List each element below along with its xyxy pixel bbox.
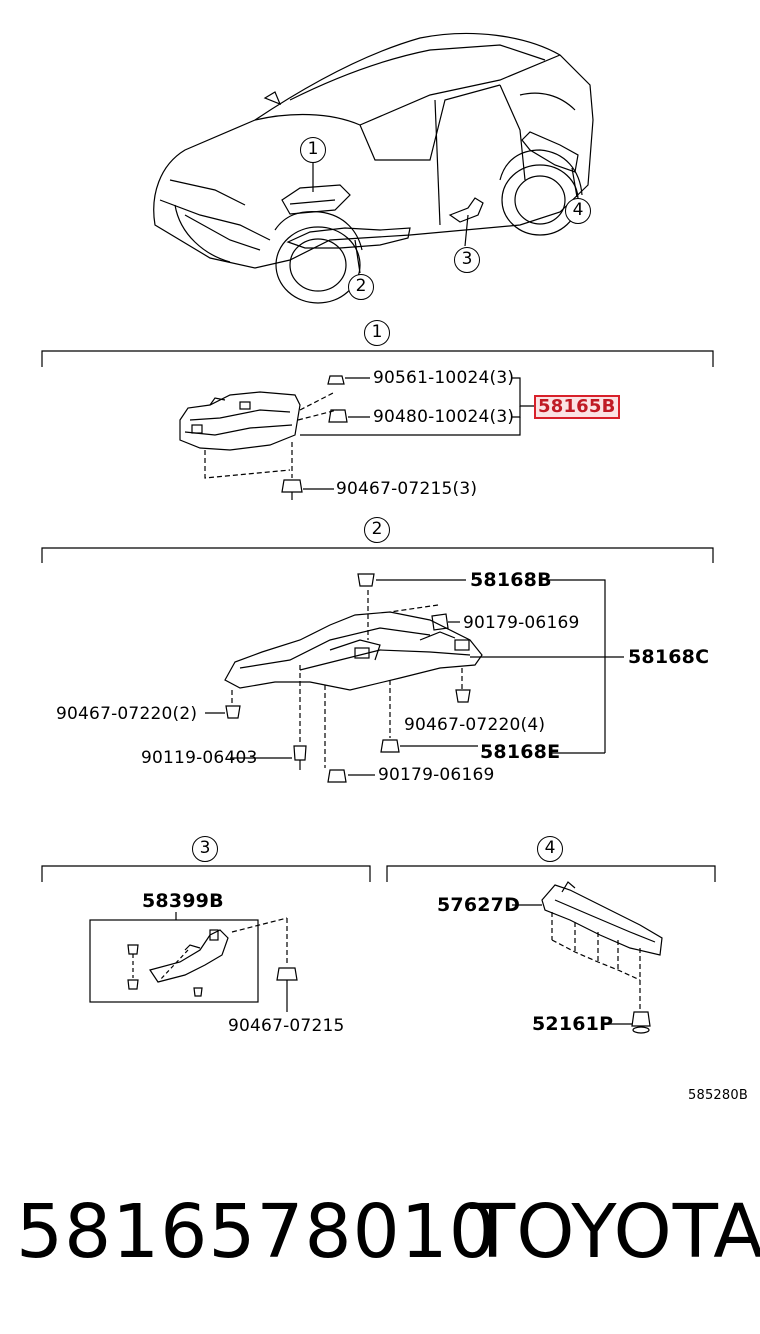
part-label-90467-07215-sec3: 90467-07215 — [228, 1016, 345, 1036]
part-label-90467-07220-2: 90467-07220(2) — [56, 704, 198, 724]
part-label-90179-06169-top: 90179-06169 — [463, 613, 580, 633]
section4-number: 4 — [537, 836, 563, 862]
section3-number: 3 — [192, 836, 218, 862]
part-label-52161p: 52161P — [532, 1013, 614, 1035]
section2-number: 2 — [364, 517, 390, 543]
section1-lines — [41, 350, 714, 500]
part-label-58168c: 58168C — [628, 646, 710, 668]
part-label-58399b: 58399B — [142, 890, 224, 912]
part-label-57627d: 57627D — [437, 894, 521, 916]
car-outline — [153, 32, 594, 304]
part-label-90119-06403: 90119-06403 — [141, 748, 258, 768]
callout-4: 4 — [565, 198, 591, 224]
section1-number: 1 — [364, 320, 390, 346]
section4-lines — [386, 865, 716, 1034]
part-label-90179-06169-bottom: 90179-06169 — [378, 765, 495, 785]
part-label-90467-07220-4: 90467-07220(4) — [404, 715, 546, 735]
part-label-58168b: 58168B — [470, 569, 552, 591]
part-label-90467-07215: 90467-07215(3) — [336, 479, 478, 499]
part-label-90561-10024: 90561-10024(3) — [373, 368, 515, 388]
section2-lines — [41, 547, 714, 783]
car-callout-leaders — [312, 162, 578, 274]
footer-part-number: 5816578010 — [16, 1189, 497, 1275]
callout-3: 3 — [454, 247, 480, 273]
part-label-58165b-highlighted[interactable]: 58165B — [534, 395, 620, 419]
callout-2: 2 — [348, 274, 374, 300]
part-label-90480-10024: 90480-10024(3) — [373, 407, 515, 427]
figure-code: 585280B — [688, 1088, 748, 1103]
part-label-58168e: 58168E — [480, 741, 561, 763]
section3-lines — [41, 865, 371, 1012]
callout-1: 1 — [300, 137, 326, 163]
footer-brand: TOYOTA — [470, 1189, 760, 1275]
